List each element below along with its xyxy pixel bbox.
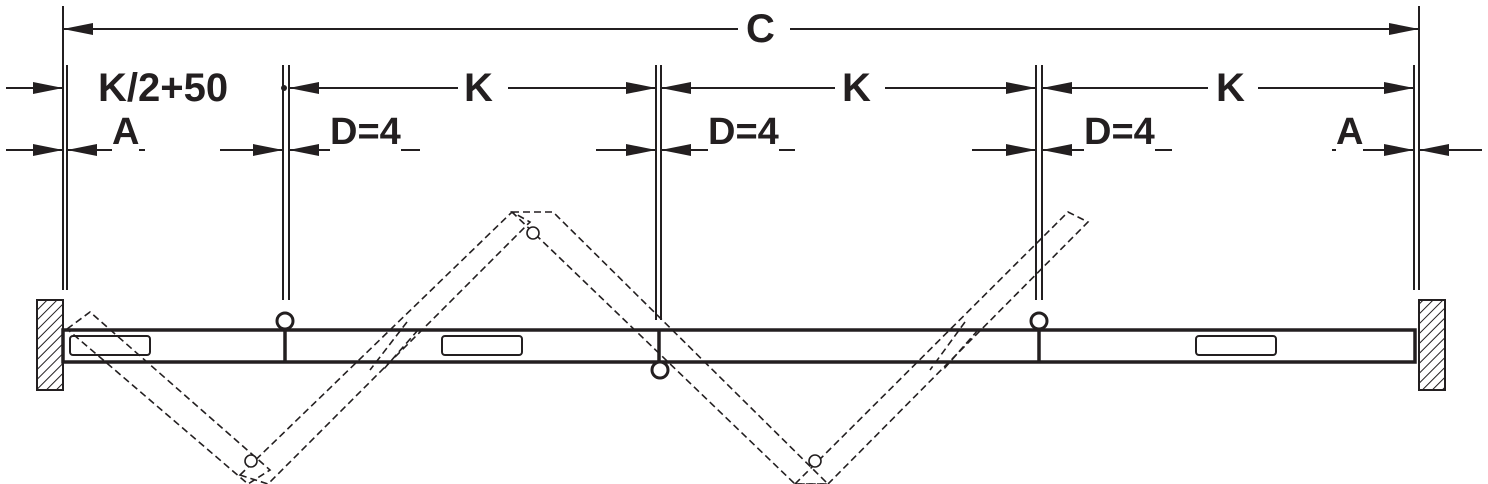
extension-lines [62, 6, 1420, 320]
left-margin-label: A [112, 111, 140, 153]
overall-width-label: C [746, 7, 775, 51]
folded-hinge-markers [244, 226, 822, 468]
arrowheads [33, 23, 1449, 156]
panel-width-label-2: K [842, 66, 871, 110]
right-margin-label: A [1336, 111, 1364, 153]
door-gap-label-1: D=4 [330, 111, 401, 153]
door-gap-label-2: D=4 [708, 111, 779, 153]
hinge-pivots [275, 311, 1049, 380]
wall-right [1418, 299, 1446, 391]
door-rail [61, 328, 1417, 364]
panel-width-label-1: K [464, 66, 493, 110]
panel-width-label-3: K [1216, 66, 1245, 110]
door-gap-label-3: D=4 [1084, 111, 1155, 153]
door-handles [69, 335, 1277, 356]
wall-left [36, 299, 64, 391]
folded-door-panels [65, 211, 1090, 484]
first-offset-label: K/2+50 [98, 66, 229, 110]
